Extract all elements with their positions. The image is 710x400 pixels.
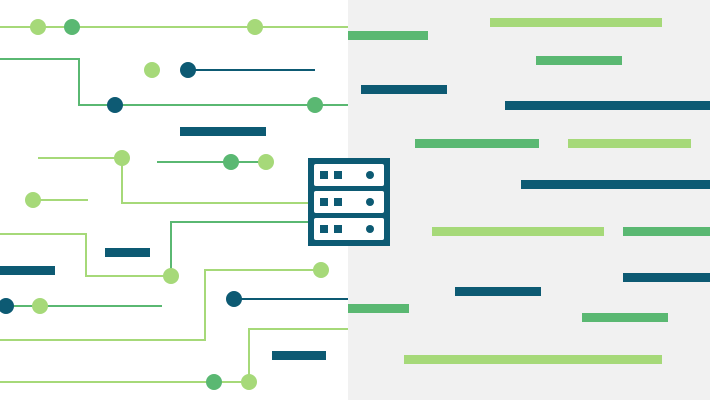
circuit-node — [206, 374, 222, 390]
circuit-trace — [0, 233, 171, 277]
data-bar — [623, 227, 710, 236]
right-panel-background — [348, 0, 710, 400]
circuit-node — [25, 192, 41, 208]
server-unit-panel — [314, 191, 384, 213]
circuit-node — [258, 154, 274, 170]
circuit-trace — [38, 157, 310, 204]
data-bar — [490, 18, 662, 27]
data-bar — [623, 273, 710, 282]
circuit-trace — [0, 269, 321, 341]
data-bar — [432, 227, 604, 236]
circuit-node — [107, 97, 123, 113]
circuit-node — [223, 154, 239, 170]
data-bar — [415, 139, 539, 148]
circuit-node — [163, 268, 179, 284]
left-bars — [0, 127, 326, 360]
server-unit-indicator — [320, 198, 328, 206]
circuit-node — [114, 150, 130, 166]
circuit-traces-light — [0, 26, 348, 383]
server-rack-icon — [308, 158, 390, 246]
data-bar — [505, 101, 710, 110]
data-bar — [455, 287, 541, 296]
server-unit — [314, 164, 384, 186]
server-unit-panel — [314, 218, 384, 240]
data-bar — [272, 351, 326, 360]
circuit-node — [313, 262, 329, 278]
circuit-nodes — [0, 19, 329, 390]
circuit-node — [32, 298, 48, 314]
circuit-node — [0, 298, 14, 314]
server-unit-indicator — [334, 171, 342, 179]
server-unit-light — [366, 171, 374, 179]
data-bar — [348, 304, 409, 313]
circuit-trace — [0, 58, 348, 106]
circuit-node — [247, 19, 263, 35]
server-unit — [314, 191, 384, 213]
circuit-node — [226, 291, 242, 307]
server-unit-indicator — [320, 225, 328, 233]
data-bar — [348, 31, 428, 40]
right-bars — [348, 18, 710, 364]
data-bar — [568, 139, 691, 148]
data-bar — [521, 180, 710, 189]
circuit-node — [241, 374, 257, 390]
server-unit-indicator — [320, 171, 328, 179]
server-unit-light — [366, 198, 374, 206]
data-bar — [180, 127, 266, 136]
circuit-node — [307, 97, 323, 113]
circuit-node — [64, 19, 80, 35]
circuit-trace — [0, 328, 348, 383]
server-unit — [314, 218, 384, 240]
data-bar — [105, 248, 150, 257]
data-bar — [404, 355, 662, 364]
data-bar — [536, 56, 622, 65]
data-bar — [361, 85, 447, 94]
data-bar — [0, 266, 55, 275]
server-unit-indicator — [334, 198, 342, 206]
server-unit-light — [366, 225, 374, 233]
circuit-node — [144, 62, 160, 78]
circuit-node — [180, 62, 196, 78]
circuit-trace — [170, 221, 310, 276]
circuit-traces-teal — [188, 69, 348, 300]
server-unit-indicator — [334, 225, 342, 233]
data-bar — [582, 313, 668, 322]
circuit-node — [30, 19, 46, 35]
server-unit-panel — [314, 164, 384, 186]
